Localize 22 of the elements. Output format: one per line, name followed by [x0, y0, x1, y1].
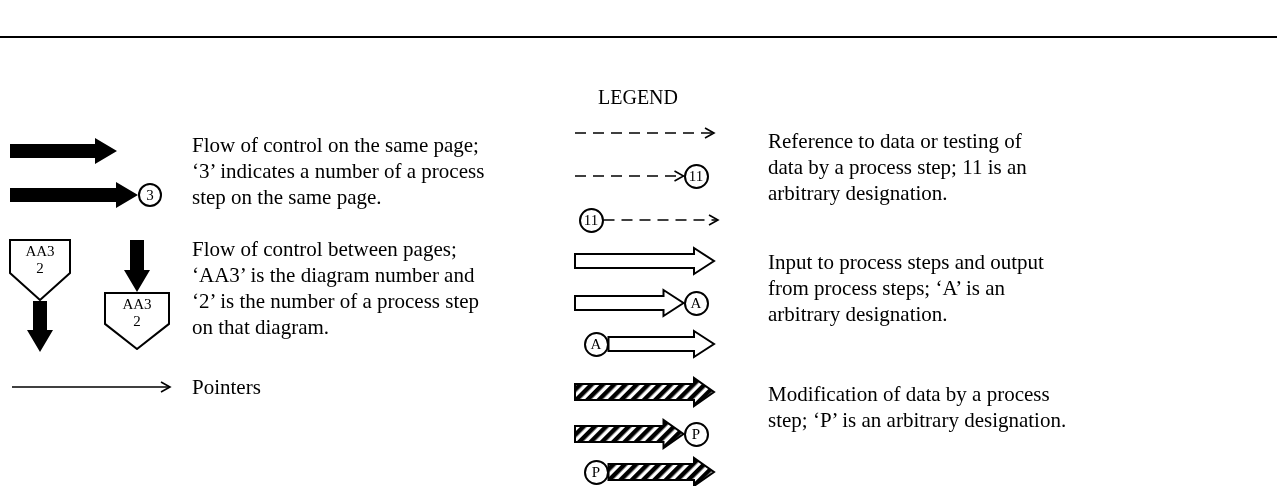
legend-text: Pointers: [192, 374, 262, 400]
arrow: [607, 329, 716, 359]
arrow: [10, 182, 138, 208]
arrow: [574, 288, 686, 318]
legend-text: Reference to data or testing of data by a process step; 11 is an arbitrary designation.: [768, 128, 1028, 206]
off-page-connector: [104, 292, 170, 350]
connector-label: 2: [36, 260, 44, 277]
arrow: [602, 214, 719, 226]
arrow: [607, 456, 716, 486]
connector-label: AA3: [122, 296, 152, 313]
arrow: [574, 418, 686, 450]
off-page-connector: [9, 239, 71, 301]
legend-text: Flow of control on the same page; ‘3’ indicates a number of a process step on the same page.: [192, 132, 486, 210]
connector-label: 2: [133, 313, 141, 330]
legend-text: Modification of data by a process step; ‘P’ is an arbitrary designation.: [768, 381, 1068, 433]
connector-label: AA3: [25, 243, 55, 260]
arrow: [27, 301, 53, 352]
title: LEGEND: [597, 85, 679, 110]
legend-text: Input to process steps and output from process steps; ‘A’ is an arbitrary designation.: [768, 249, 1045, 327]
arrow: [574, 170, 685, 182]
arrow: [124, 240, 150, 292]
legend-text: Flow of control between pages; ‘AA3’ is the diagram number and ‘2’ is the number of a process step on that diagram.: [192, 236, 481, 340]
